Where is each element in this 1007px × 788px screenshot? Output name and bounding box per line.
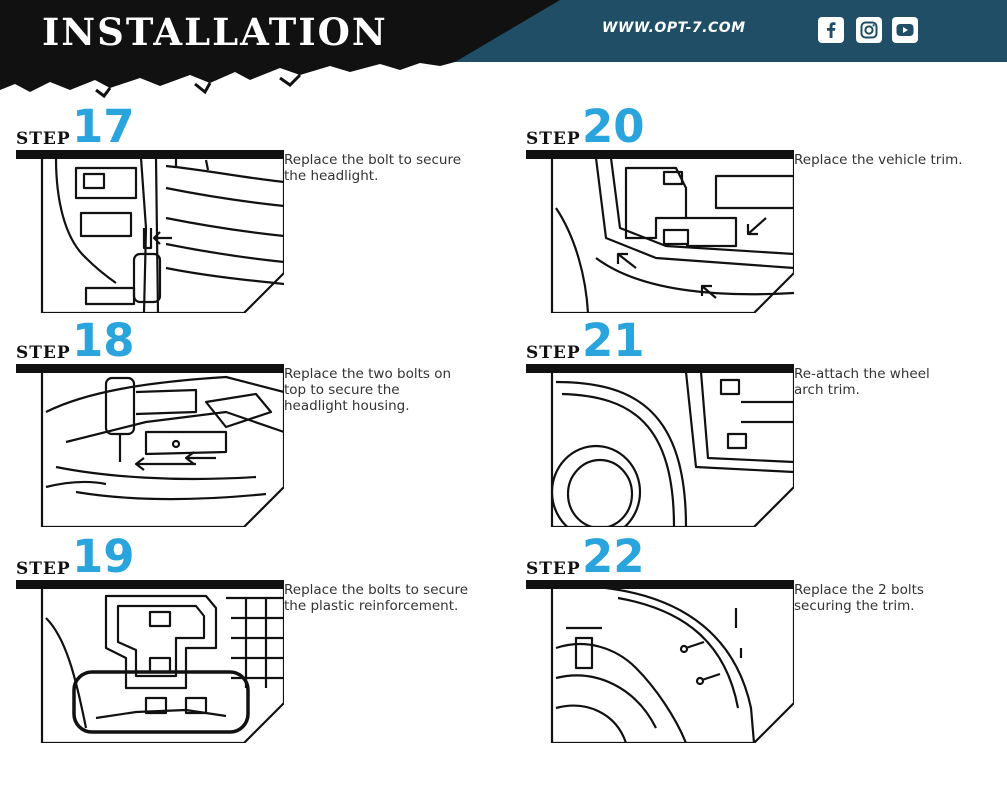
step-heading: STEP 21 <box>526 318 826 366</box>
step-number: 20 <box>582 100 645 153</box>
step-heading: STEP 18 <box>16 318 316 366</box>
step-22: STEP 22 Replace the 2 bolts securing the… <box>510 534 990 758</box>
step-20: STEP 20 Replace the vehicle trim. <box>510 104 990 328</box>
step-18-illustration <box>40 372 284 527</box>
step-instruction: Replace the 2 bolts securing the trim. <box>794 582 924 614</box>
instagram-icon[interactable] <box>856 17 882 43</box>
step-17: STEP 17 Replace the bolt to secure the h… <box>0 104 480 328</box>
step-22-illustration <box>550 588 794 743</box>
step-instruction: Replace the bolt to secure the headlight… <box>284 152 462 184</box>
step-17-illustration <box>40 158 284 313</box>
step-20-illustration <box>550 158 794 313</box>
step-divider <box>16 150 284 159</box>
step-heading: STEP 20 <box>526 104 826 152</box>
step-number: 21 <box>582 314 645 367</box>
step-instruction: Re-attach the wheel arch trim. <box>794 366 930 398</box>
step-label: STEP <box>526 129 581 149</box>
facebook-icon[interactable] <box>818 17 844 43</box>
step-number: 22 <box>582 530 645 583</box>
page-header: INSTALLATION WWW.OPT-7.COM <box>0 0 1007 100</box>
step-divider <box>16 364 284 373</box>
step-19-illustration <box>40 588 284 743</box>
step-21-illustration <box>550 372 794 527</box>
step-label: STEP <box>16 129 71 149</box>
step-instruction: Replace the two bolts on top to secure t… <box>284 366 452 414</box>
website-link[interactable]: WWW.OPT-7.COM <box>602 20 746 36</box>
step-number: 17 <box>72 100 135 153</box>
step-heading: STEP 17 <box>16 104 316 152</box>
step-number: 19 <box>72 530 135 583</box>
step-divider <box>16 580 284 589</box>
step-divider <box>526 580 794 589</box>
step-label: STEP <box>16 559 71 579</box>
step-19: STEP 19 Replace the bolts to secure the … <box>0 534 480 758</box>
step-label: STEP <box>526 559 581 579</box>
step-label: STEP <box>16 343 71 363</box>
step-18: STEP 18 Replace the two bolts on top to … <box>0 318 480 542</box>
step-heading: STEP 22 <box>526 534 826 582</box>
step-21: STEP 21 Re-attach the wheel arch trim. <box>510 318 990 542</box>
step-divider <box>526 150 794 159</box>
step-divider <box>526 364 794 373</box>
page-title: INSTALLATION <box>42 10 388 54</box>
step-heading: STEP 19 <box>16 534 316 582</box>
step-label: STEP <box>526 343 581 363</box>
step-instruction: Replace the vehicle trim. <box>794 152 963 168</box>
step-number: 18 <box>72 314 135 367</box>
youtube-icon[interactable] <box>892 17 918 43</box>
step-instruction: Replace the bolts to secure the plastic … <box>284 582 469 614</box>
